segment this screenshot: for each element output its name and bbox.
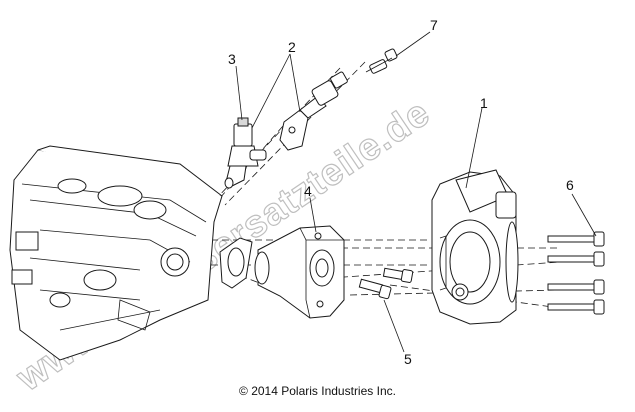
long-bolt <box>547 251 605 267</box>
callout-4: 4 <box>304 183 312 199</box>
short-bolt <box>382 267 414 283</box>
long-bolt <box>547 299 605 315</box>
long-bolt <box>547 231 605 247</box>
long-bolt <box>547 279 605 295</box>
callout-6: 6 <box>566 177 574 193</box>
callout-3: 3 <box>228 51 236 67</box>
leader-lines <box>235 31 597 353</box>
intake-adapter <box>254 225 345 319</box>
cylinder-head <box>9 145 223 361</box>
callout-5: 5 <box>404 351 412 367</box>
fuel-injector <box>224 117 267 189</box>
callout-2: 2 <box>288 39 296 55</box>
throttle-body <box>431 169 519 325</box>
fuel-hose-fitting <box>365 48 398 74</box>
intake-gasket <box>219 237 253 289</box>
callout-7: 7 <box>430 17 438 33</box>
fuel-rail-bracket <box>279 71 348 151</box>
short-bolts <box>358 267 414 300</box>
copyright-notice: © 2014 Polaris Industries Inc. <box>239 384 396 398</box>
callout-1: 1 <box>480 95 488 111</box>
short-bolt <box>358 278 392 300</box>
long-bolts <box>547 231 605 315</box>
